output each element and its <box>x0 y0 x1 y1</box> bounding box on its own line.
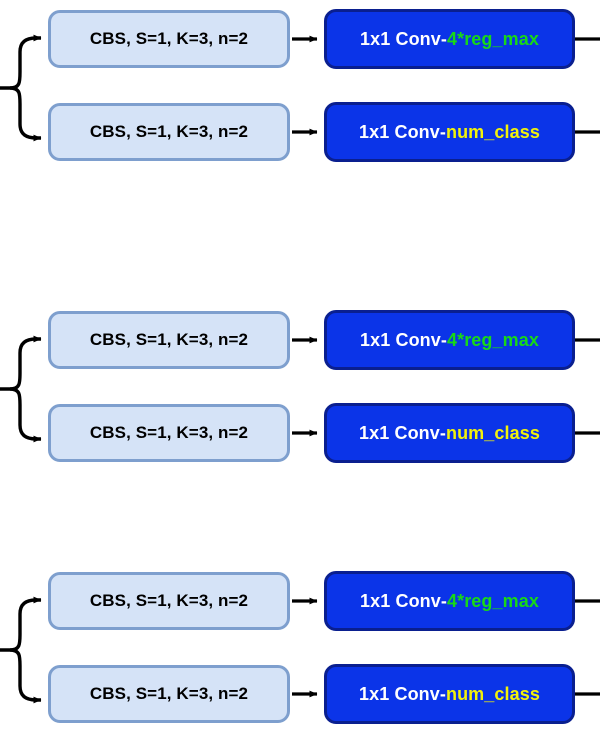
cbs-block-label: CBS, S=1, K=3, n=2 <box>89 330 249 349</box>
conv-block-suffix: 4*reg_max <box>446 28 539 49</box>
conv-block-3b[interactable]: 1x1 Conv-num_class <box>324 664 575 724</box>
conv-block-prefix: 1x1 Conv- <box>360 590 447 611</box>
cbs-block-label: CBS, S=1, K=3, n=2 <box>89 591 249 610</box>
conv-block-prefix: 1x1 Conv- <box>359 422 446 443</box>
split-connector-group-3-lower <box>9 648 42 704</box>
split-connector-group-3 <box>0 596 42 652</box>
cbs-block-label: CBS, S=1, K=3, n=2 <box>89 122 249 141</box>
conv-block-prefix: 1x1 Conv- <box>359 121 446 142</box>
conv-block-2a[interactable]: 1x1 Conv-4*reg_max <box>324 310 575 370</box>
conv-block-suffix: num_class <box>445 422 540 443</box>
conv-block-prefix: 1x1 Conv- <box>360 28 447 49</box>
conv-block-1b[interactable]: 1x1 Conv-num_class <box>324 102 575 162</box>
cbs-block-2a[interactable]: CBS, S=1, K=3, n=2 <box>48 311 290 369</box>
conv-block-1a[interactable]: 1x1 Conv-4*reg_max <box>324 9 575 69</box>
cbs-block-1a[interactable]: CBS, S=1, K=3, n=2 <box>48 10 290 68</box>
cbs-block-3a[interactable]: CBS, S=1, K=3, n=2 <box>48 572 290 630</box>
cbs-block-label: CBS, S=1, K=3, n=2 <box>89 684 249 703</box>
conv-block-prefix: 1x1 Conv- <box>359 683 446 704</box>
conv-block-suffix: num_class <box>445 683 540 704</box>
split-connector-group-2-lower <box>9 387 42 443</box>
conv-block-suffix: 4*reg_max <box>446 590 539 611</box>
cbs-block-label: CBS, S=1, K=3, n=2 <box>89 423 249 442</box>
conv-block-suffix: 4*reg_max <box>446 329 539 350</box>
conv-block-suffix: num_class <box>445 121 540 142</box>
conv-block-2b[interactable]: 1x1 Conv-num_class <box>324 403 575 463</box>
cbs-block-2b[interactable]: CBS, S=1, K=3, n=2 <box>48 404 290 462</box>
split-connector-group-2 <box>0 335 42 391</box>
conv-block-3a[interactable]: 1x1 Conv-4*reg_max <box>324 571 575 631</box>
cbs-block-1b[interactable]: CBS, S=1, K=3, n=2 <box>48 103 290 161</box>
cbs-block-3b[interactable]: CBS, S=1, K=3, n=2 <box>48 665 290 723</box>
conv-block-prefix: 1x1 Conv- <box>360 329 447 350</box>
split-connector-group-1 <box>0 34 42 90</box>
cbs-block-label: CBS, S=1, K=3, n=2 <box>89 29 249 48</box>
split-connector-group-1-lower <box>9 86 42 142</box>
